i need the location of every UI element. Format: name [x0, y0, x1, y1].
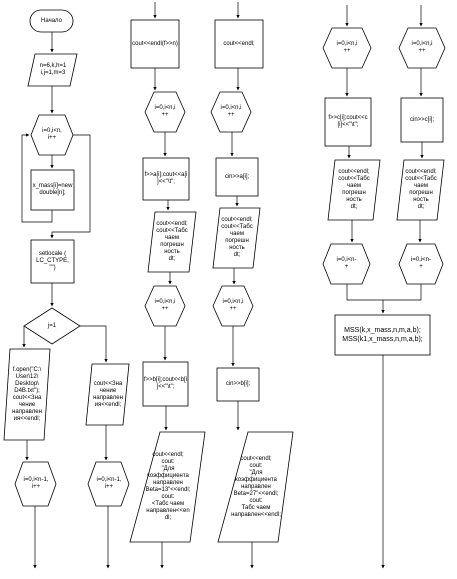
output-d1-parallelogram: [212, 207, 261, 269]
decision-j-diamond: [23, 307, 81, 345]
read-file-2-process: [142, 361, 189, 407]
init-parallelogram: [27, 53, 78, 87]
loop-i1-hexagon: [30, 114, 74, 156]
cin-2-process: [216, 367, 260, 402]
loop-f2-hexagon: [398, 243, 444, 285]
loop-f1-hexagon: [398, 27, 446, 69]
loop-e1-hexagon: [322, 27, 372, 69]
loop-b2-hexagon: [87, 461, 130, 507]
cin-3-process: [400, 97, 444, 143]
cout-file-process: [130, 19, 180, 69]
cout-plain-process: [214, 19, 264, 69]
mss-process: [334, 314, 431, 356]
output-c2-parallelogram: [129, 431, 206, 543]
cin-1-process: [215, 157, 259, 197]
loop-b1-hexagon: [14, 461, 57, 507]
output-c1-parallelogram: [147, 211, 197, 273]
direction-parallelogram: [85, 363, 130, 426]
loop-d1-hexagon: [210, 91, 252, 133]
output-d2-parallelogram: [217, 431, 294, 543]
read-file-1-process: [142, 157, 190, 201]
start-terminator: [29, 9, 74, 33]
file-open-parallelogram: [3, 348, 51, 441]
loop-c1-hexagon: [144, 91, 186, 133]
output-f1-parallelogram: [396, 159, 445, 221]
read-file-3-process: [324, 97, 372, 147]
loop-d2-hexagon: [212, 285, 254, 327]
loop-e2-hexagon: [322, 243, 371, 285]
setlocale-process: [30, 239, 75, 284]
alloc-process: [30, 169, 75, 211]
output-e1-parallelogram: [327, 159, 381, 221]
loop-c2-hexagon: [144, 285, 186, 327]
